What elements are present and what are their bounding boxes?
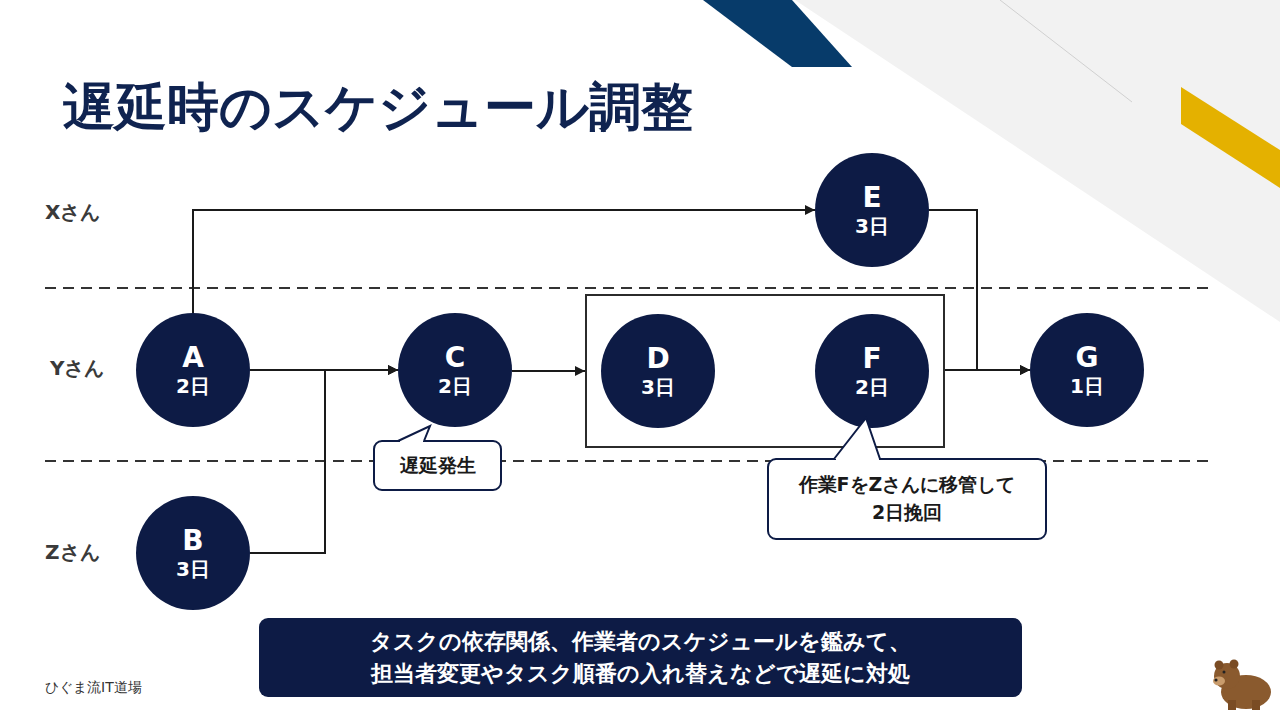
task-circle: B3日 [136, 496, 250, 610]
callout-pointer [398, 426, 430, 444]
lane-label: Yさん [50, 355, 104, 381]
task-name: A [182, 342, 204, 373]
lane-divider [45, 287, 1213, 289]
footer-credit: ひぐま流IT道場 [45, 678, 142, 696]
callout-pointer [834, 418, 880, 462]
circle-fill [1030, 313, 1144, 427]
dependency-arrow [250, 370, 398, 553]
lane-label: Zさん [45, 539, 100, 565]
bear-mascot [1213, 660, 1271, 711]
circle-fill [815, 314, 929, 428]
task-name: B [182, 525, 203, 556]
callout-text: 作業FをZさんに移管して 2日挽回 [787, 471, 1027, 526]
summary-banner: タスクの依存関係、作業者のスケジュールを鑑みて、 担当者変更やタスク順番の入れ替… [259, 618, 1022, 697]
lane-label: Xさん [45, 199, 100, 225]
grey-band [795, 0, 1280, 322]
callout-text: 遅延発生 [400, 452, 476, 480]
dependency-arrow [512, 370, 585, 372]
callout-box: 作業FをZさんに移管して 2日挽回 [767, 458, 1047, 540]
task-duration: 3日 [641, 375, 675, 399]
task-name: C [445, 342, 466, 373]
task-group-box: D3日 F2日 [585, 294, 945, 448]
task-name: F [862, 343, 881, 374]
task-name: D [646, 343, 669, 374]
dependency-arrow [945, 369, 1030, 371]
task-duration: 1日 [1070, 374, 1104, 398]
task-duration: 2日 [855, 375, 889, 399]
deco-line [1000, 0, 1132, 102]
task-duration: 2日 [438, 374, 472, 398]
callout-box: 遅延発生 [373, 440, 502, 491]
circle-fill [601, 314, 715, 428]
banner-text: タスクの依存関係、作業者のスケジュールを鑑みて、 担当者変更やタスク順番の入れ替… [281, 626, 1001, 690]
task-name: G [1076, 342, 1099, 373]
circle-fill [136, 313, 250, 427]
circle-fill [398, 313, 512, 427]
task-duration: 3日 [855, 214, 889, 238]
task-circle: F2日 [815, 314, 929, 428]
task-circle: D3日 [601, 314, 715, 428]
task-circle: C2日 [398, 313, 512, 427]
task-duration: 2日 [176, 374, 210, 398]
circle-fill [136, 496, 250, 610]
task-circle: A2日 [136, 313, 250, 427]
blue-stripe [703, 0, 852, 67]
yellow-stripe [1181, 87, 1280, 188]
slide-title: 遅延時のスケジュール調整 [63, 76, 693, 138]
dependency-arrow [929, 210, 1030, 370]
task-duration: 3日 [176, 557, 210, 581]
circle-fill [815, 153, 929, 267]
task-circle: E3日 [815, 153, 929, 267]
dependency-arrow [193, 210, 815, 313]
dependency-arrow [250, 369, 398, 371]
task-name: E [862, 182, 881, 213]
task-circle: G1日 [1030, 313, 1144, 427]
